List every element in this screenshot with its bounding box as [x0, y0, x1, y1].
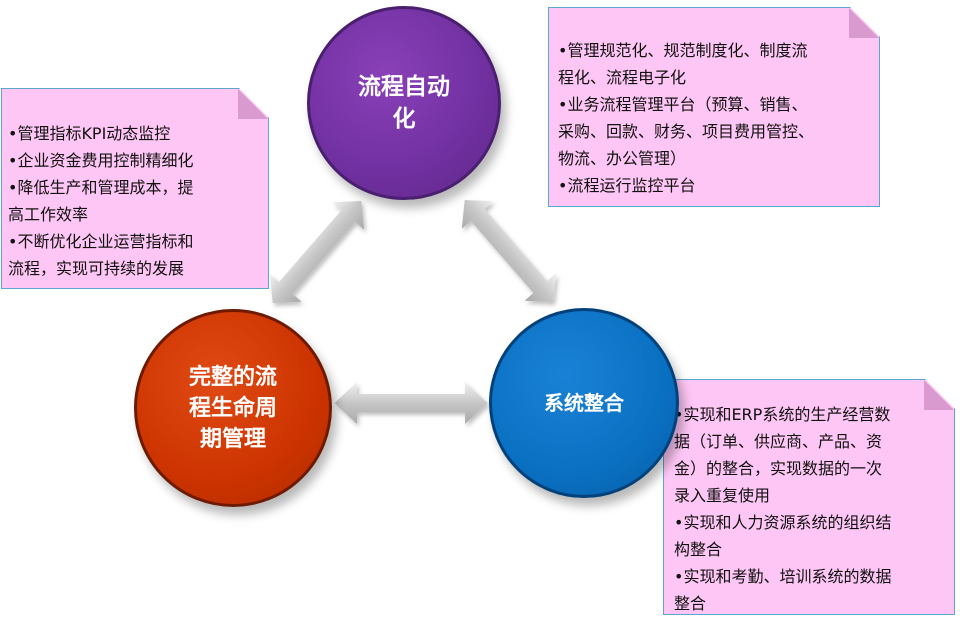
- node-label: 完整的流 程生命周 期管理: [189, 362, 277, 455]
- node-label-line: 完整的流: [188, 364, 277, 390]
- card-line: •降低生产和管理成本，提: [8, 178, 194, 197]
- arrow-lifecycle-automation: [269, 201, 365, 303]
- card-line: •实现和ERP系统的生产经营数: [674, 405, 891, 424]
- node-label: 系统整合: [544, 389, 624, 417]
- node-label: 流程自动 化: [358, 71, 450, 135]
- card-line: 据（订单、供应商、产品、资: [674, 432, 883, 451]
- card-line: 金）的整合，实现数据的一次: [674, 459, 883, 478]
- node-label-line: 化: [392, 106, 416, 132]
- card-line: 录入重复使用: [674, 486, 771, 505]
- node-process-lifecycle: 完整的流 程生命周 期管理: [134, 309, 332, 507]
- card-line: •管理规范化、规范制度化、制度流: [558, 41, 808, 60]
- card-line: 程化、流程电子化: [558, 68, 687, 87]
- node-label-line: 流程自动: [358, 74, 450, 100]
- card-line: 物流、办公管理）: [558, 149, 687, 168]
- card-line: •实现和人力资源系统的组织结: [674, 513, 892, 532]
- node-label-line: 期管理: [199, 426, 266, 452]
- card-lifecycle-benefits: •管理指标KPI动态监控 •企业资金费用控制精细化 •降低生产和管理成本，提 高…: [1, 88, 269, 289]
- card-line: •管理指标KPI动态监控: [8, 124, 171, 143]
- node-process-automation: 流程自动 化: [307, 6, 501, 200]
- card-line: 高工作效率: [8, 205, 89, 224]
- card-line: •业务流程管理平台（预算、销售、: [558, 95, 808, 114]
- card-line: 流程，实现可持续的发展: [8, 259, 185, 278]
- card-line: 构整合: [674, 540, 723, 559]
- arrow-lifecycle-integration: [334, 382, 488, 424]
- card-automation-details: •管理规范化、规范制度化、制度流 程化、流程电子化 •业务流程管理平台（预算、销…: [548, 7, 880, 207]
- card-line: •不断优化企业运营指标和: [8, 232, 194, 251]
- node-label-line: 系统整合: [544, 391, 624, 415]
- card-line: •实现和考勤、培训系统的数据: [674, 567, 892, 586]
- card-line: 采购、回款、财务、项目费用管控、: [558, 122, 815, 141]
- card-line: 整合: [674, 594, 707, 613]
- node-label-line: 程生命周: [188, 395, 277, 421]
- card-line: •流程运行监控平台: [558, 176, 696, 195]
- arrow-automation-integration: [461, 200, 557, 302]
- card-line: •企业资金费用控制精细化: [8, 151, 194, 170]
- node-system-integration: 系统整合: [489, 308, 679, 498]
- card-integration-details: •实现和ERP系统的生产经营数 据（订单、供应商、产品、资 金）的整合，实现数据…: [663, 379, 955, 615]
